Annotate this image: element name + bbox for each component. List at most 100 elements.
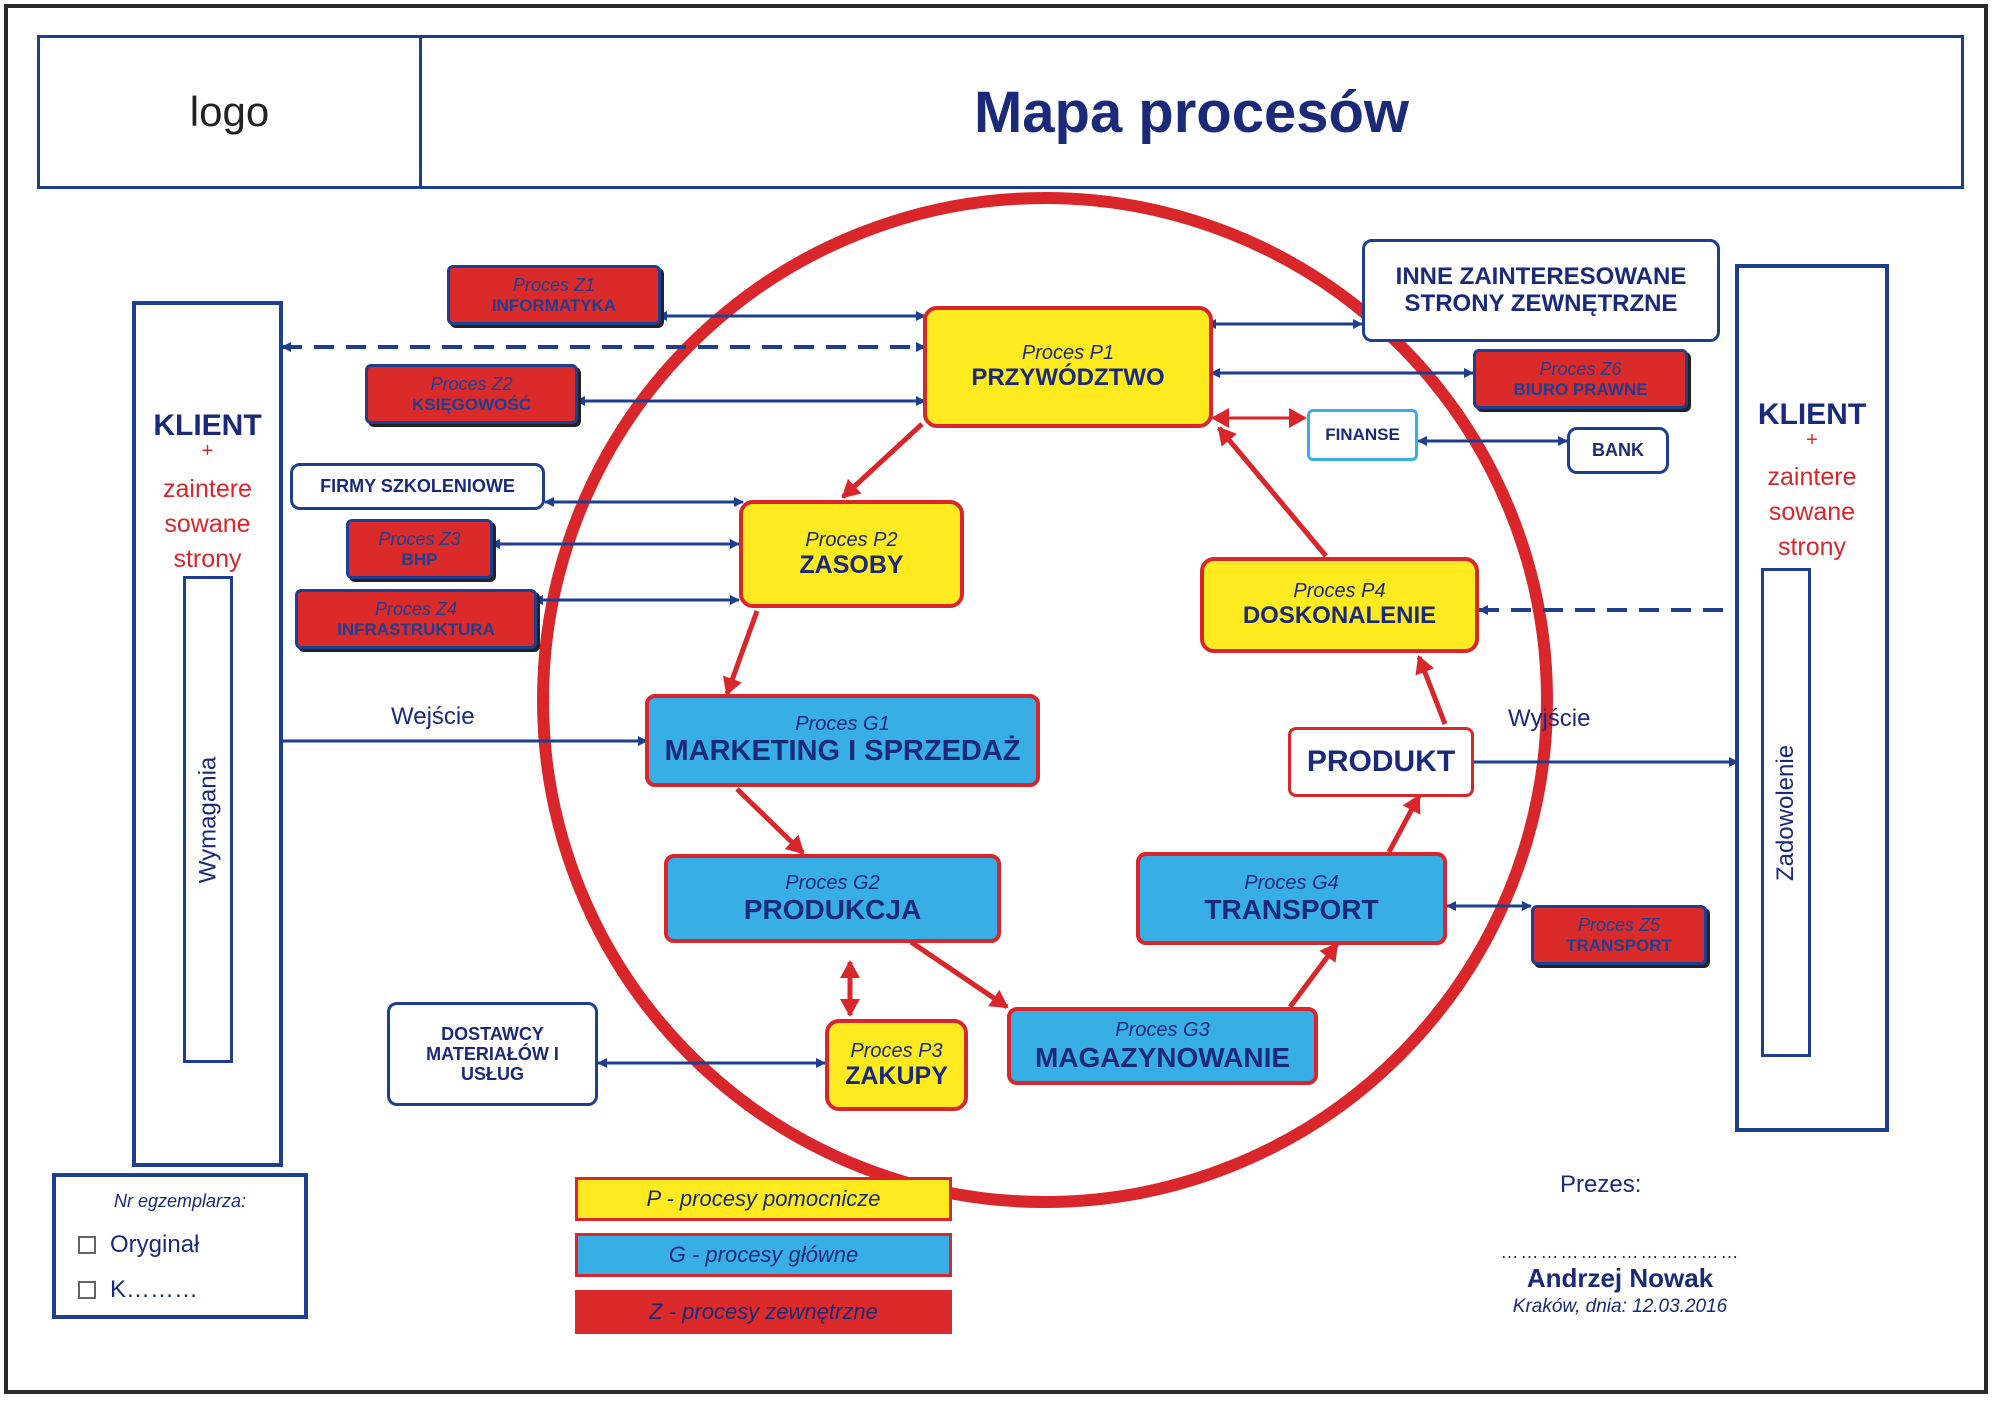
- client-right-stakeholders: zaintere sowane strony: [1735, 460, 1889, 565]
- bank-label: BANK: [1592, 440, 1644, 461]
- flow-produkt-p4: [1415, 655, 1448, 725]
- finance-box[interactable]: FINANSE: [1307, 409, 1418, 461]
- process-z4-name: INFRASTRUKTURA: [337, 619, 495, 639]
- process-p3-name: ZAKUPY: [845, 1062, 948, 1091]
- process-p2-name: ZASOBY: [799, 551, 904, 580]
- flow-g3-g4: [1287, 942, 1340, 1009]
- suppliers-line-1: DOSTAWCY: [441, 1023, 544, 1044]
- process-z3-code: Proces Z3: [378, 529, 461, 550]
- process-z5-name: TRANSPORT: [1566, 935, 1672, 955]
- process-p4-name: DOSKONALENIE: [1242, 601, 1437, 629]
- process-p3[interactable]: Proces P3 ZAKUPY: [825, 1019, 968, 1111]
- process-p1[interactable]: Proces P1 PRZYWÓDZTWO: [923, 306, 1213, 428]
- original-label: Oryginał: [110, 1231, 200, 1258]
- copy-number-title: Nr egzemplarza:: [113, 1191, 247, 1211]
- client-right-title: KLIENT: [1757, 398, 1867, 431]
- process-z6-name: BIURO PRAWNE: [1513, 379, 1648, 399]
- process-z4[interactable]: Proces Z4 INFRASTRUKTURA: [295, 589, 537, 649]
- process-z3-name: BHP: [401, 549, 438, 569]
- suppliers-line-2: MATERIAŁÓW I: [426, 1043, 559, 1064]
- satisfaction-box: Zadowolenie: [1761, 568, 1811, 1057]
- flow-p2-g1: [723, 610, 760, 696]
- client-left-line-2: sowane: [164, 510, 251, 538]
- process-z2-name: KSIĘGOWOŚĆ: [411, 394, 531, 414]
- process-g4[interactable]: Proces G4 TRANSPORT: [1136, 852, 1447, 945]
- legend-z: Z - procesy zewnętrzne: [575, 1290, 952, 1334]
- process-z1-code: Proces Z1: [512, 275, 596, 296]
- process-p1-name: PRZYWÓDZTWO: [971, 363, 1165, 391]
- process-z1-name: INFORMATYKA: [491, 295, 617, 315]
- original-option[interactable]: Oryginał: [78, 1231, 199, 1259]
- process-g2[interactable]: Proces G2 PRODUKCJA: [664, 854, 1001, 943]
- legend-p: P - procesy pomocnicze: [575, 1177, 952, 1221]
- requirements-label: Wymagania: [194, 756, 222, 883]
- process-p4[interactable]: Proces P4 DOSKONALENIE: [1200, 557, 1479, 653]
- output-label: Wyjście: [1508, 705, 1591, 732]
- client-right-panel: [1735, 264, 1889, 1132]
- process-g1[interactable]: Proces G1 MARKETING I SPRZEDAŻ: [645, 694, 1040, 787]
- other-stakeholders-line-2: STRONY ZEWNĘTRZNE: [1404, 289, 1678, 317]
- process-z3[interactable]: Proces Z3 BHP: [346, 519, 493, 579]
- process-z6-code: Proces Z6: [1539, 359, 1622, 380]
- training-companies-label: FIRMY SZKOLENIOWE: [320, 476, 515, 497]
- process-g3-code: Proces G3: [1115, 1019, 1210, 1042]
- process-circle: [537, 192, 1553, 1208]
- process-z5[interactable]: Proces Z5 TRANSPORT: [1531, 905, 1707, 965]
- process-g2-name: PRODUKCJA: [743, 894, 922, 926]
- process-z2[interactable]: Proces Z2 KSIĘGOWOŚĆ: [365, 364, 578, 424]
- process-g2-code: Proces G2: [785, 871, 880, 894]
- client-left-plus: +: [201, 440, 214, 462]
- process-p1-code: Proces P1: [1021, 342, 1115, 365]
- president-label: Prezes:: [1560, 1171, 1642, 1198]
- process-p2[interactable]: Proces P2 ZASOBY: [739, 500, 964, 608]
- president-name: Andrzej Nowak: [1526, 1263, 1714, 1293]
- requirements-box: Wymagania: [183, 576, 233, 1063]
- training-companies-box[interactable]: FIRMY SZKOLENIOWE: [290, 463, 545, 510]
- suppliers-box[interactable]: DOSTAWCY MATERIAŁÓW I USŁUG: [387, 1002, 598, 1106]
- client-right-line-3: strony: [1777, 533, 1847, 561]
- page-title: Mapa procesów: [419, 35, 1964, 189]
- client-right-line-2: sowane: [1768, 498, 1856, 526]
- copy-number-box: Nr egzemplarza: Oryginał K………: [52, 1173, 308, 1319]
- client-right-plus: +: [1806, 429, 1818, 451]
- process-g4-name: TRANSPORT: [1204, 894, 1379, 926]
- process-z6[interactable]: Proces Z6 BIURO PRAWNE: [1473, 349, 1688, 409]
- legend-g: G - procesy główne: [575, 1233, 952, 1277]
- process-g3[interactable]: Proces G3 MAGAZYNOWANIE: [1007, 1007, 1318, 1085]
- copy-checkbox[interactable]: [78, 1281, 96, 1299]
- bank-box[interactable]: BANK: [1567, 427, 1669, 474]
- process-p4-code: Proces P4: [1293, 580, 1386, 603]
- original-checkbox[interactable]: [78, 1236, 96, 1254]
- client-right-line-1: zaintere: [1767, 463, 1857, 491]
- place-and-date: Kraków, dnia: 12.03.2016: [1512, 1296, 1728, 1317]
- flow-g2-g3: [909, 939, 1009, 1010]
- process-p2-code: Proces P2: [805, 528, 898, 551]
- other-stakeholders-line-1: INNE ZAINTERESOWANE: [1395, 262, 1687, 290]
- product-label: PRODUKT: [1306, 745, 1456, 779]
- flow-g4-produkt: [1386, 794, 1422, 854]
- process-z1[interactable]: Proces Z1 INFORMATYKA: [447, 265, 661, 325]
- suppliers-line-3: USŁUG: [461, 1064, 524, 1085]
- process-z5-code: Proces Z5: [1577, 915, 1661, 936]
- signature-line: ………………………………: [1500, 1242, 1741, 1262]
- page-frame: [4, 4, 1988, 1394]
- flow-g1-g2: [735, 787, 805, 855]
- process-g4-code: Proces G4: [1244, 871, 1339, 894]
- copy-label: K………: [110, 1276, 199, 1303]
- copy-option[interactable]: K………: [78, 1276, 198, 1304]
- process-g1-name: MARKETING I SPRZEDAŻ: [664, 735, 1021, 768]
- client-left-title: KLIENT: [153, 409, 262, 442]
- client-left-line-1: zaintere: [163, 475, 252, 503]
- other-stakeholders-box[interactable]: INNE ZAINTERESOWANE STRONY ZEWNĘTRZNE: [1362, 239, 1720, 342]
- flow-p1-p2: [841, 422, 924, 499]
- product-box[interactable]: PRODUKT: [1288, 727, 1474, 797]
- process-g1-code: Proces G1: [795, 713, 890, 736]
- input-label: Wejście: [391, 703, 475, 730]
- process-z4-code: Proces Z4: [374, 599, 458, 620]
- process-z2-code: Proces Z2: [430, 374, 513, 395]
- satisfaction-label: Zadowolenie: [1772, 744, 1799, 881]
- client-left-stakeholders: zaintere sowane strony: [132, 472, 283, 577]
- process-p3-code: Proces P3: [850, 1039, 943, 1062]
- client-left-line-3: strony: [173, 545, 242, 573]
